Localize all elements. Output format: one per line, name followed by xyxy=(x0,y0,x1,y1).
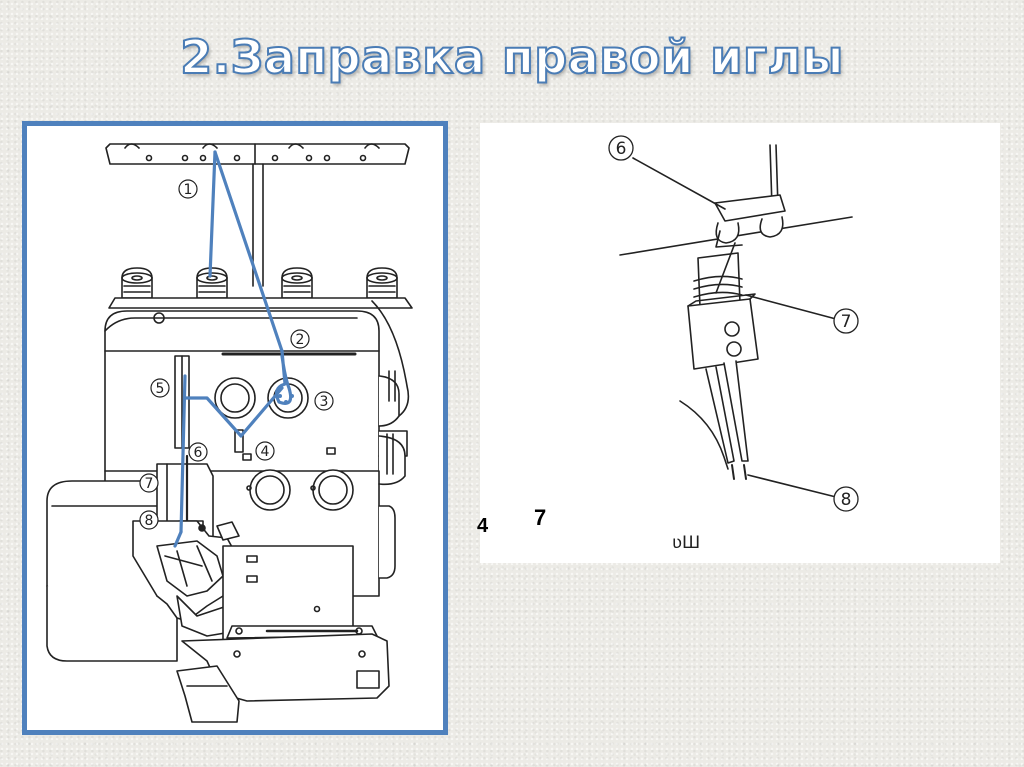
needle-closeup-panel: 6 7 8 ʋШ xyxy=(480,123,1000,563)
step-mark-4: 4 xyxy=(477,515,489,537)
callout-7: 7 xyxy=(145,476,154,492)
thread-path xyxy=(173,150,293,548)
fragment-text: ʋШ xyxy=(672,533,700,553)
callout-8: 8 xyxy=(145,513,154,529)
callout-3: 3 xyxy=(320,394,329,410)
callout-4: 4 xyxy=(261,444,270,460)
overlocker-diagram: 1 2 3 4 5 6 7 8 xyxy=(46,143,413,723)
closeup-callout-7: 7 xyxy=(841,312,852,332)
overlocker-diagram-panel: 1 2 3 4 5 6 7 8 xyxy=(22,121,448,735)
callout-2: 2 xyxy=(296,332,305,348)
step-mark-7: 7 xyxy=(534,505,547,530)
spool-2 xyxy=(196,267,228,299)
spool-4 xyxy=(366,267,398,299)
closeup-callout-8: 8 xyxy=(841,490,852,510)
callout-6: 6 xyxy=(194,445,203,461)
slide-title: 2.Заправка правой иглы xyxy=(179,29,844,85)
needle-closeup-diagram: 6 7 8 ʋШ xyxy=(608,135,859,553)
callout-5: 5 xyxy=(156,381,165,397)
spool-1 xyxy=(121,267,153,299)
callout-1: 1 xyxy=(184,182,193,198)
spool-3 xyxy=(281,267,313,299)
closeup-callout-6: 6 xyxy=(616,139,627,159)
